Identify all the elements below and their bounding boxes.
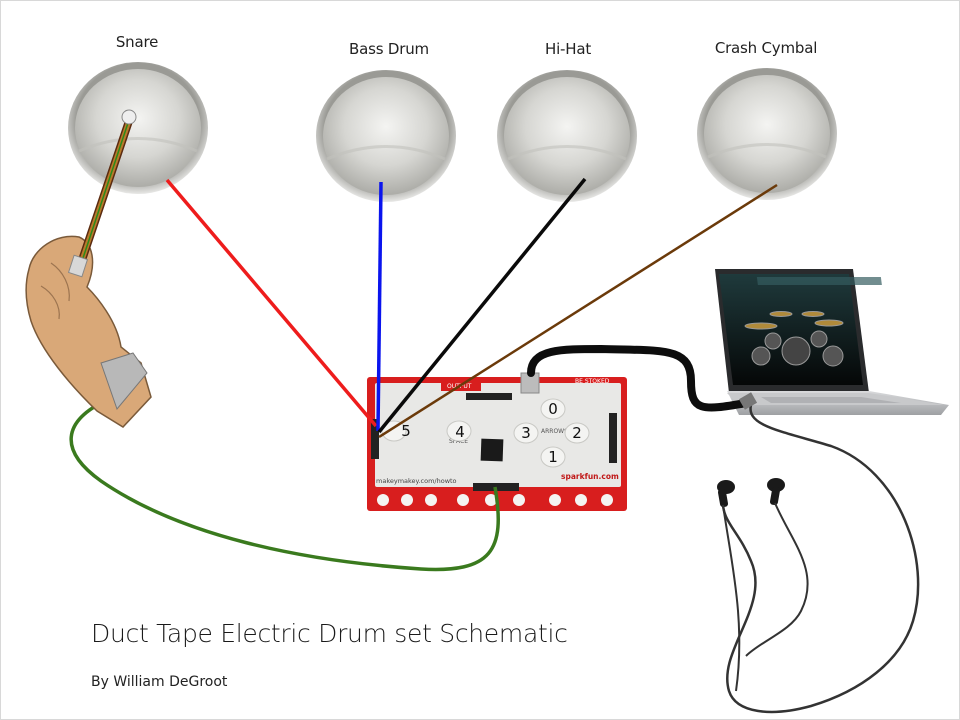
headphone-jack [738, 392, 758, 410]
laptop [715, 269, 949, 415]
hand-with-drumstick [25, 109, 152, 428]
hi-hat-label: Hi-Hat [544, 40, 592, 58]
crash-cymbal-wire [378, 183, 778, 439]
bass-drum-pad [316, 70, 456, 202]
board-pad-number: 2 [572, 424, 582, 442]
board-pad-number: 3 [521, 424, 531, 442]
board-top-right-text: BE STOKED [575, 378, 610, 385]
hi-hat-wire [377, 177, 587, 434]
wrist-strap [100, 352, 148, 410]
snare-label: Snare [115, 33, 159, 51]
wires [69, 177, 920, 714]
board-pad-number: 0 [548, 400, 558, 418]
ground-wire [69, 397, 500, 572]
crash-cymbal-pad [697, 68, 837, 200]
board-url-text: makeymakey.com/howto [376, 477, 457, 485]
earphones [717, 478, 809, 692]
board-right-label: ARROWS [541, 428, 568, 435]
hi-hat-pad [497, 70, 637, 202]
board-pad-number: 1 [548, 448, 558, 466]
bass-drum-label: Bass Drum [349, 40, 429, 58]
board-brand-text: sparkfun.com [561, 472, 619, 481]
board-pad-number: 4 [455, 423, 465, 441]
usb-cable [527, 344, 750, 412]
snare-pad [68, 62, 208, 194]
drumstick-icon [67, 109, 137, 278]
author-byline: By William DeGroot [91, 674, 228, 690]
drum-kit-image [744, 311, 844, 367]
board-left-label: SPACE [449, 438, 468, 445]
crash-cymbal-label: Crash Cymbal [714, 39, 818, 57]
diagram-title: Duct Tape Electric Drum set Schematic [91, 619, 568, 648]
laptop-screen [719, 274, 863, 385]
board-pad-number: 5 [401, 422, 411, 440]
bass-drum-wire [376, 181, 383, 432]
microcontroller-chip [480, 438, 504, 462]
snare-wire [165, 178, 378, 428]
earphone-cable [721, 404, 920, 714]
board-bottom-pads [377, 494, 613, 506]
